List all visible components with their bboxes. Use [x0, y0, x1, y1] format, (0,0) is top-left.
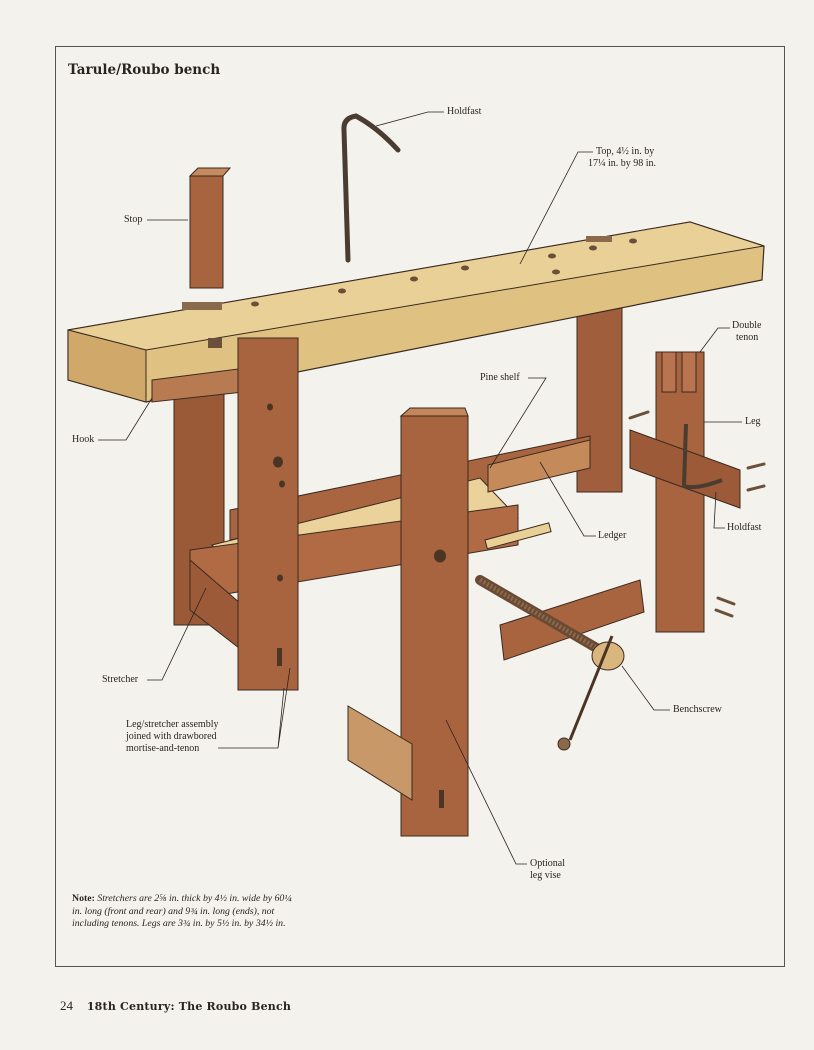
callout-ledger: Ledger: [598, 530, 627, 541]
dimension-note: Note: Stretchers are 2⅝ in. thick by 4½ …: [72, 893, 304, 931]
callout-assembly-2: joined with drawbored: [126, 731, 217, 742]
stop-drawing: [188, 167, 232, 289]
callout-holdfast-top: Holdfast: [447, 106, 482, 117]
chapter-title: 18th Century: The Roubo Bench: [86, 1000, 292, 1013]
page-number: 24: [60, 998, 73, 1013]
page-footer: 24 18th Century: The Roubo Bench: [60, 998, 291, 1014]
callout-stop: Stop: [124, 214, 143, 225]
callout-legvise-2: leg vise: [530, 870, 561, 881]
callout-leg: Leg: [745, 416, 761, 427]
callout-assembly-3: mortise-and-tenon: [126, 743, 200, 754]
callout-double-1: Double: [732, 320, 762, 331]
figure-title: Tarule/Roubo bench: [68, 62, 221, 78]
callout-hook: Hook: [72, 434, 95, 445]
callout-assembly-1: Leg/stretcher assembly: [126, 719, 219, 730]
note-label: Note:: [72, 893, 95, 904]
callout-top-2: 17¼ in. by 98 in.: [588, 158, 657, 169]
callout-stretcher: Stretcher: [102, 674, 139, 685]
holdfast-top-drawing: [341, 113, 401, 263]
callout-top-1: Top, 4½ in. by: [596, 146, 655, 157]
callout-legvise-1: Optional: [530, 858, 565, 869]
callout-double-2: tenon: [736, 332, 759, 343]
callout-holdfast-right: Holdfast: [727, 522, 762, 533]
callout-pine-shelf: Pine shelf: [480, 372, 520, 383]
callout-benchscrew: Benchscrew: [673, 704, 722, 715]
note-text: Stretchers are 2⅝ in. thick by 4½ in. wi…: [72, 893, 292, 929]
figure-frame: [55, 46, 785, 967]
